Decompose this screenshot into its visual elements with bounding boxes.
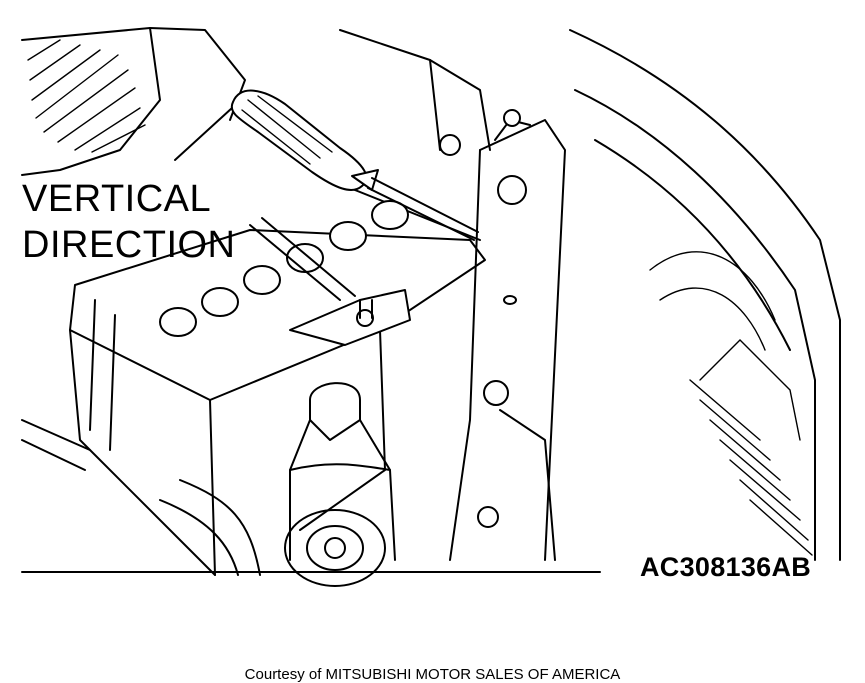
battery xyxy=(69,179,486,576)
air-filter-housing xyxy=(21,27,246,176)
hoses xyxy=(21,419,261,576)
battery-cell-caps xyxy=(159,200,409,337)
radiator-support xyxy=(339,29,566,561)
label-line-1: VERTICAL xyxy=(22,178,212,220)
label-line-2: DIRECTION xyxy=(22,224,236,266)
strut-mount xyxy=(284,509,386,587)
callout-leader-line xyxy=(174,107,233,161)
vertical-direction-label: VERTICAL DIRECTION xyxy=(22,176,236,268)
reservoir-tank xyxy=(289,382,396,561)
credit-line: Courtesy of MITSUBISHI MOTOR SALES OF AM… xyxy=(244,666,621,683)
screwdriver xyxy=(230,89,479,241)
headlight xyxy=(569,29,841,561)
figure-code: AC308136AB xyxy=(640,552,812,582)
